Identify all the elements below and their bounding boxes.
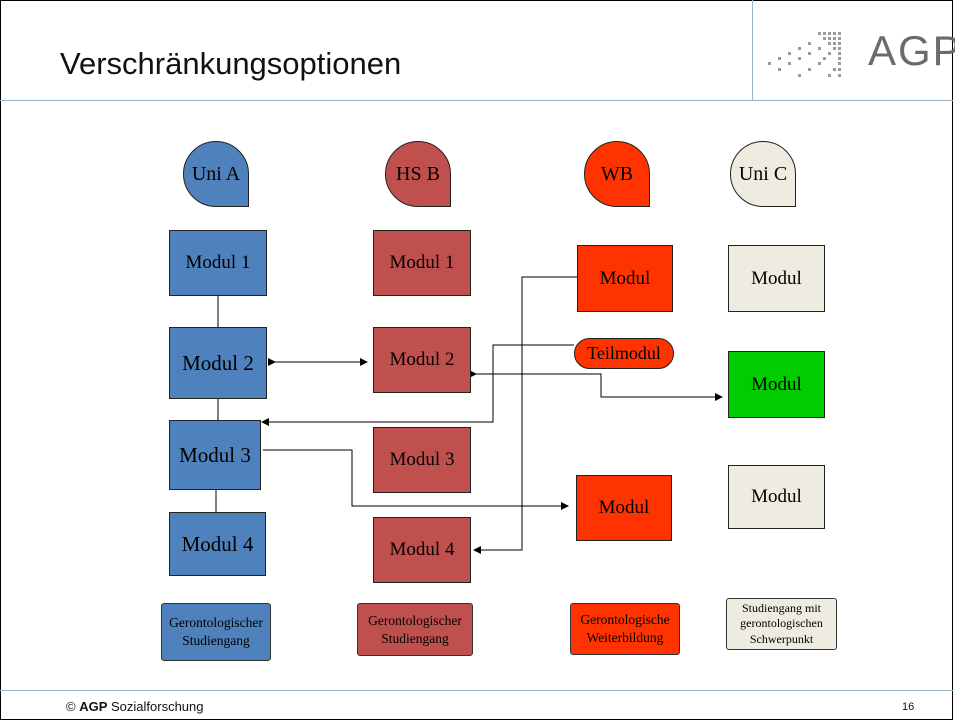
wb-modul-2: Modul — [576, 475, 672, 541]
wb-label: WB — [600, 162, 634, 185]
wb-modul-1: Modul — [577, 245, 673, 312]
hs-b-scroll: Gerontologischer Studiengang — [357, 603, 473, 656]
agp-logo-icon — [768, 32, 841, 77]
hs-b-modul-4: Modul 4 — [373, 517, 471, 583]
uni-c-label: Uni C — [738, 162, 788, 185]
hs-b-scroll-text: Gerontologischer Studiengang — [368, 612, 462, 646]
footer-brand-name: AGP — [79, 699, 108, 714]
logo-divider — [752, 0, 753, 100]
uni-a-label: Uni A — [191, 162, 241, 185]
arrow-wb-modul-to-hs-b-m4 — [473, 276, 577, 554]
uni-a-modul-3: Modul 3 — [169, 420, 261, 490]
uni-a-modul-1: Modul 1 — [169, 230, 267, 296]
wb-scroll-text: Gerontologische Weiterbildung — [580, 612, 670, 645]
arrow-hs-b-m2-uni-c-green — [469, 370, 723, 401]
page-number: 16 — [902, 701, 915, 713]
hs-b-label: HS B — [396, 162, 440, 185]
uni-a-scroll: Gerontologischer Studiengang — [161, 603, 271, 661]
hs-b-modul-2: Modul 2 — [373, 327, 471, 393]
uni-c-modul-2: Modul — [728, 465, 825, 529]
uni-c-scroll-text: Studiengang mit gerontologischen Schwerp… — [740, 600, 823, 646]
hs-b-header: HS B — [385, 141, 451, 207]
footer-divider — [0, 690, 953, 691]
arrow-uni-a-m3-to-wb-modul — [263, 449, 569, 510]
copyright-symbol: © — [66, 699, 76, 714]
header-divider — [0, 100, 953, 101]
hs-b-modul-1: Modul 1 — [373, 230, 471, 296]
uni-c-header: Uni C — [730, 141, 796, 207]
uni-a-modul-4: Modul 4 — [169, 512, 266, 576]
uni-c-modul-green: Modul — [728, 351, 825, 418]
wb-scroll: Gerontologische Weiterbildung — [570, 603, 680, 655]
uni-c-scroll: Studiengang mit gerontologischen Schwerp… — [726, 598, 837, 650]
wb-teilmodul: Teilmodul — [574, 338, 674, 369]
slide-title: Verschränkungsoptionen — [60, 46, 402, 81]
wb-header: WB — [584, 141, 650, 207]
uni-a-modul-2: Modul 2 — [169, 327, 267, 399]
uni-a-scroll-text: Gerontologischer Studiengang — [169, 615, 263, 648]
uni-c-modul-1: Modul — [728, 245, 825, 312]
uni-a-header: Uni A — [183, 141, 249, 207]
hs-b-modul-3: Modul 3 — [373, 427, 471, 493]
footer-brand-suffix: Sozialforschung — [107, 699, 204, 714]
footer-brand: © AGP Sozialforschung — [66, 699, 204, 714]
logo-text: AGP — [868, 27, 955, 74]
